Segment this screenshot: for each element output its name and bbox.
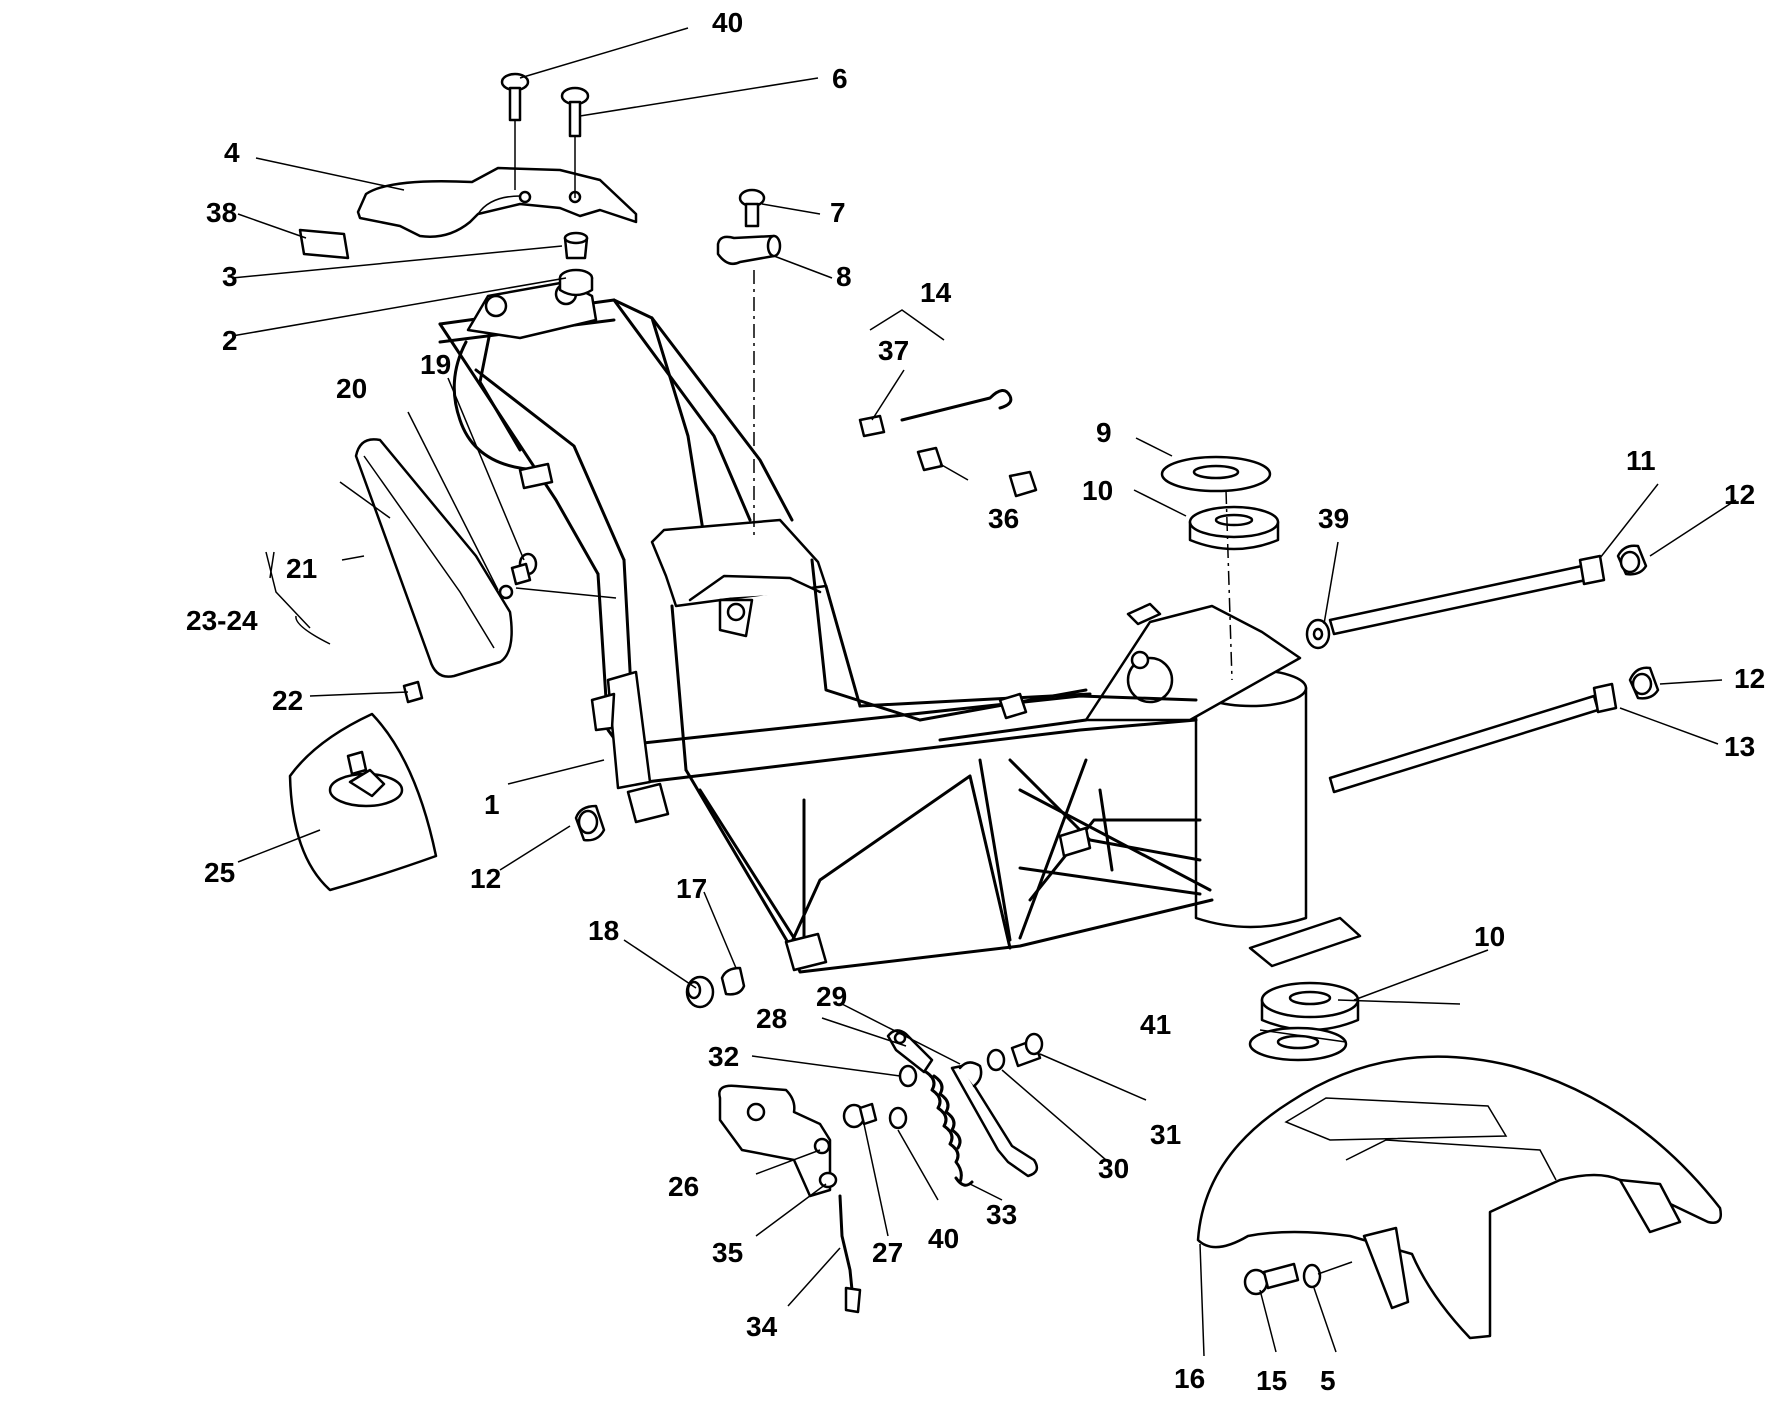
cap-18 [685, 975, 715, 1009]
callout-labels: 40 6 4 38 3 2 7 8 14 37 36 9 10 39 11 12… [186, 7, 1765, 1396]
callout-38: 38 [206, 197, 237, 228]
side-panel [339, 438, 513, 678]
cover-25 [288, 712, 438, 892]
nut-12-left [574, 804, 606, 842]
sidestand-leg [950, 1064, 1039, 1178]
callout-40-top: 40 [712, 7, 743, 38]
callout-5: 5 [1320, 1365, 1336, 1396]
callout-10-bottom: 10 [1474, 921, 1505, 952]
callout-19: 19 [420, 349, 451, 380]
callout-33: 33 [986, 1199, 1017, 1230]
sidestand-bracket-26 [718, 1084, 832, 1198]
washer-39 [1305, 618, 1331, 650]
bearing-10-lower [1260, 981, 1360, 1032]
callout-12-top: 12 [1724, 479, 1755, 510]
clip-29 [958, 1061, 983, 1088]
screw-6-top [560, 86, 590, 198]
callout-10-top: 10 [1082, 475, 1113, 506]
callout-36: 36 [988, 503, 1019, 534]
callout-41: 41 [1140, 1009, 1171, 1040]
bushing-3 [563, 231, 589, 260]
bolt-31 [1010, 1032, 1044, 1068]
callout-23-24: 23-24 [186, 605, 258, 636]
nut-12-mid [1628, 666, 1660, 700]
frame-part [438, 280, 1362, 974]
callout-32: 32 [708, 1041, 739, 1072]
plate-28 [886, 1029, 934, 1074]
callout-6: 6 [832, 63, 848, 94]
sensor-34 [838, 1194, 862, 1314]
callout-2: 2 [222, 325, 238, 356]
dust-seal-9 [1160, 455, 1272, 493]
callout-27: 27 [872, 1237, 903, 1268]
callout-13: 13 [1724, 731, 1755, 762]
washer-40-spring [888, 1106, 908, 1130]
bolt-7 [738, 188, 766, 228]
callout-29: 29 [816, 981, 847, 1012]
screw-15 [1243, 1262, 1300, 1296]
callout-34: 34 [746, 1311, 778, 1342]
pin-27 [842, 1102, 878, 1129]
callout-40-bottom: 40 [928, 1223, 959, 1254]
grommet-22 [402, 680, 424, 704]
callout-21: 21 [286, 553, 317, 584]
front-mudguard-16 [1196, 1055, 1722, 1340]
dust-seal-41 [1248, 1026, 1348, 1062]
callout-15: 15 [1256, 1365, 1287, 1396]
callout-39: 39 [1318, 503, 1349, 534]
callout-12-mid: 12 [1734, 663, 1765, 694]
spacer-38 [298, 228, 350, 260]
callout-3: 3 [222, 261, 238, 292]
callout-28: 28 [756, 1003, 787, 1034]
callout-20: 20 [336, 373, 367, 404]
bolt-11 [1328, 554, 1606, 636]
grommet-2 [558, 268, 594, 297]
bushing-17 [720, 966, 746, 996]
callout-37: 37 [878, 335, 909, 366]
callout-8: 8 [836, 261, 852, 292]
spacer-35 [818, 1171, 838, 1189]
callout-12-left: 12 [470, 863, 501, 894]
callout-25: 25 [204, 857, 235, 888]
bolt-13 [1328, 682, 1618, 794]
screw-19 [498, 552, 538, 600]
callout-11: 11 [1626, 445, 1656, 476]
callout-1: 1 [484, 789, 500, 820]
support-8 [716, 234, 782, 265]
callout-9: 9 [1096, 417, 1112, 448]
callout-31: 31 [1150, 1119, 1181, 1150]
callout-16: 16 [1174, 1363, 1205, 1394]
tail-cover-part [356, 166, 638, 238]
callout-14: 14 [920, 277, 952, 308]
callout-17: 17 [676, 873, 707, 904]
leader-lines [231, 27, 1737, 1357]
callout-26: 26 [668, 1171, 699, 1202]
washer-32 [898, 1064, 918, 1088]
spring-33 [924, 1070, 974, 1187]
rod-14 [900, 389, 1013, 422]
washer-5 [1302, 1263, 1322, 1289]
callout-22: 22 [272, 685, 303, 716]
callout-18: 18 [588, 915, 619, 946]
bearing-10-upper [1188, 505, 1280, 551]
nut-12-top [1616, 544, 1648, 576]
callout-4: 4 [224, 137, 240, 168]
clip-36 [916, 446, 944, 472]
callout-35: 35 [712, 1237, 743, 1268]
callout-30: 30 [1098, 1153, 1129, 1184]
washer-30 [986, 1048, 1006, 1072]
callout-7: 7 [830, 197, 846, 228]
